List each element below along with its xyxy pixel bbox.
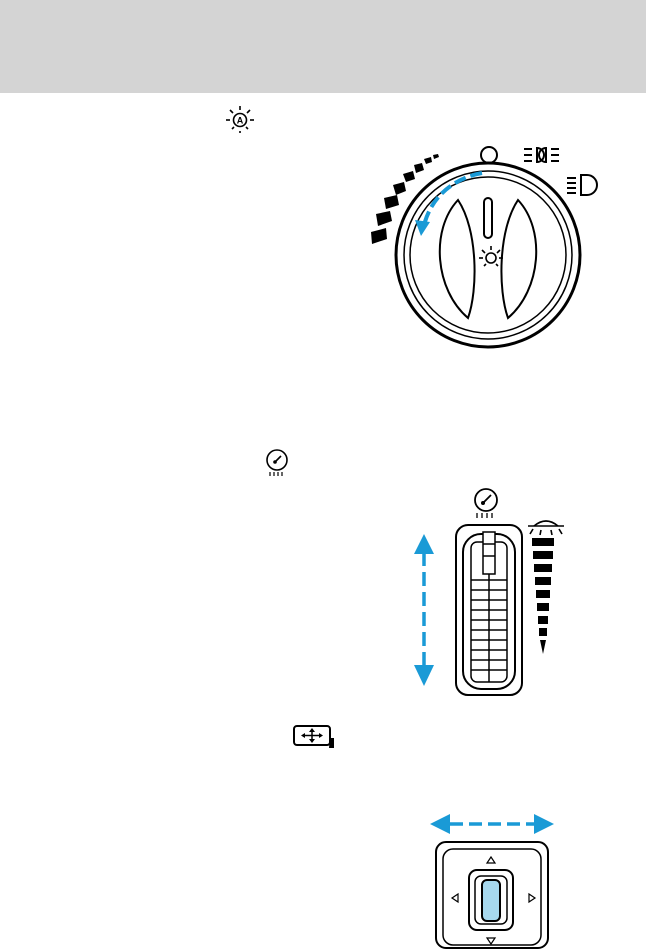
headlamp-knob-figure — [360, 140, 610, 355]
brightness-wedge-scale — [532, 538, 554, 654]
control-pad-knob — [482, 880, 500, 921]
autolamp-sun-a-icon: A — [223, 104, 257, 134]
svg-text:A: A — [237, 116, 244, 126]
page-header-band — [0, 0, 646, 93]
parking-lamps-icon — [524, 148, 559, 162]
horizontal-motion-arrow — [430, 814, 554, 834]
headlamps-icon — [567, 175, 597, 195]
knob-indicator-slot — [484, 198, 492, 238]
panel-dimmer-figure — [405, 482, 570, 700]
panel-dimmer-gauge-icon — [262, 447, 292, 477]
aim-control-figure — [424, 808, 559, 951]
dome-lamp-icon — [528, 521, 564, 535]
panel-dimmer-gauge-icon — [475, 489, 497, 518]
vertical-motion-arrow — [414, 534, 434, 686]
off-icon — [481, 147, 497, 163]
aim-control-icon — [292, 724, 338, 750]
